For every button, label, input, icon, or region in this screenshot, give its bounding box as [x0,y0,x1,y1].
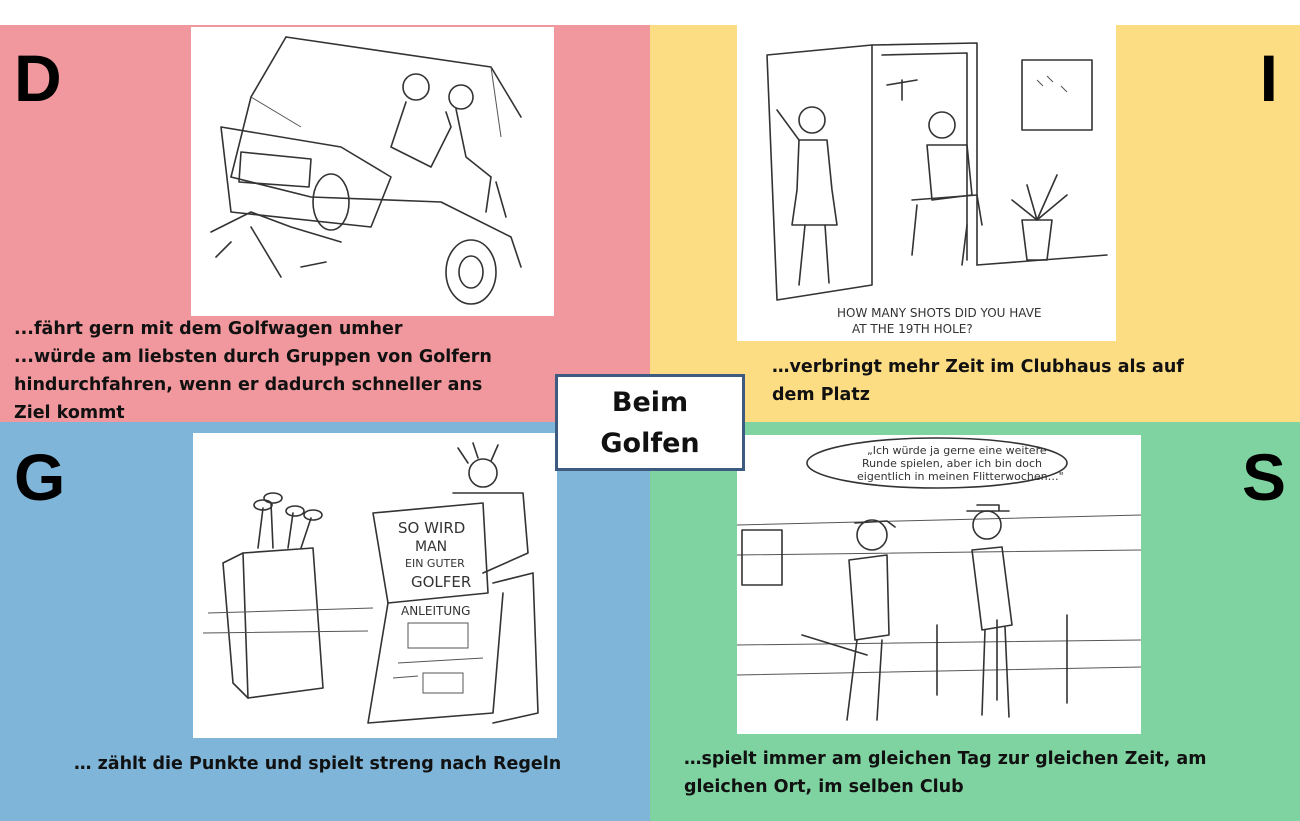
honeymoon-sketch: „Ich würde ja gerne eine weitere Runde s… [737,437,1141,721]
poster-text-line-3: EIN GUTER [405,557,465,570]
golf-cart-sketch [210,36,522,305]
poster-text-line-2: MAN [415,539,447,555]
rulebook-sketch: SO WIRD MAN EIN GUTER GOLFER ANLEITUNG [202,442,539,724]
speech-text-line-1: „Ich würde ja gerne eine weitere [867,444,1047,457]
speech-text-line-2: Runde spielen, aber ich bin doch [862,457,1042,470]
quadrant-letter-s: S [1241,440,1286,514]
center-title-box: Beim Golfen [555,374,745,471]
quadrant-i: I HOW MANY SHOTS DID YOU HAVE AT THE 19T… [650,25,1300,422]
quadrant-g: G SO WIRD MAN EIN GUTER GOLFER ANLEITUNG [0,422,650,821]
clubhouse-sketch: HOW MANY SHOTS DID YOU HAVE AT THE 19TH … [766,42,1108,336]
quadrant-letter-i: I [1259,41,1278,115]
cartoon-honeymoon: „Ich würde ja gerne eine weitere Runde s… [737,435,1141,734]
quadrant-letter-d: D [14,41,62,115]
quadrant-d: D ...fährt gern mit dem Golfwagen umher … [0,25,650,423]
caption-s: …spielt immer am gleichen Tag zur gleich… [684,749,1207,797]
caption-i: …verbringt mehr Zeit im Clubhaus als auf… [772,357,1184,405]
cartoon-golf-cart [191,27,554,316]
center-title: Beim Golfen [600,386,700,459]
sheet-text: ANLEITUNG [401,604,470,618]
cartoon-rulebook: SO WIRD MAN EIN GUTER GOLFER ANLEITUNG [193,433,557,738]
speech-text-line-3: eigentlich in meinen Flitterwochen…" [857,470,1064,483]
cartoon-text-i-line-2: AT THE 19TH HOLE? [852,322,973,336]
poster-text-line-1: SO WIRD [398,519,465,537]
poster-text-line-4: GOLFER [411,573,471,591]
quadrant-s: S „Ich würde ja gerne eine weitere Runde… [650,422,1300,821]
quadrant-letter-g: G [14,440,66,514]
cartoon-text-i-line-1: HOW MANY SHOTS DID YOU HAVE [837,306,1042,320]
caption-d: ...fährt gern mit dem Golfwagen umher ..… [14,319,492,423]
cartoon-clubhouse: HOW MANY SHOTS DID YOU HAVE AT THE 19TH … [737,25,1116,341]
caption-g: … zählt die Punkte und spielt streng nac… [74,754,562,774]
